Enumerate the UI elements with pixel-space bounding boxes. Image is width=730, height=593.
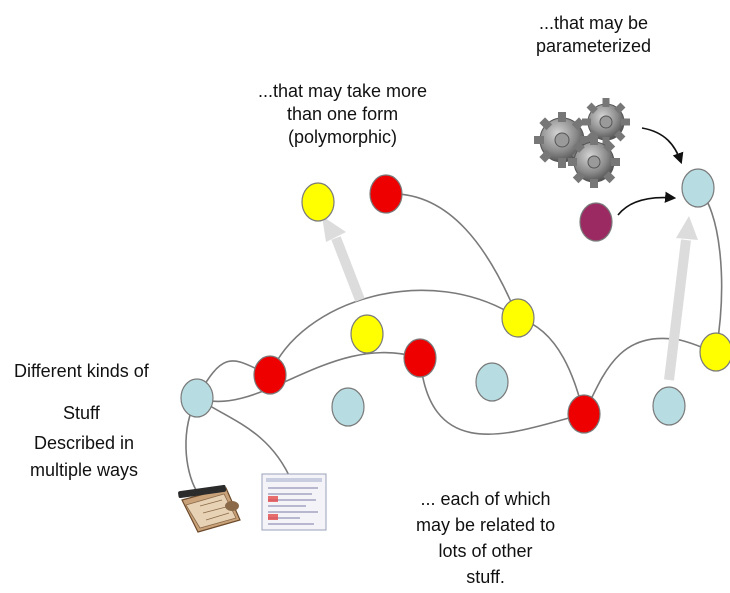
arrow-purple-to-node xyxy=(617,191,677,216)
red-node xyxy=(253,355,287,395)
label-described: Described in multiple ways xyxy=(30,430,138,484)
grey-arrow-head xyxy=(322,216,346,242)
yellow-node xyxy=(501,298,535,338)
red-node xyxy=(403,338,437,378)
yellow-node xyxy=(350,314,384,354)
black-arrows xyxy=(617,127,684,216)
label-line: ... each of which xyxy=(420,489,551,509)
label-line: (polymorphic) xyxy=(288,127,398,147)
edge xyxy=(196,397,293,483)
label-parameterized: ...that may be parameterized xyxy=(536,12,651,58)
book-pen-icon xyxy=(178,484,241,533)
purple-node xyxy=(579,202,613,242)
label-polymorphic: ...that may take more than one form (pol… xyxy=(258,80,427,149)
edges xyxy=(185,187,723,491)
blue-node xyxy=(180,378,214,418)
red-node xyxy=(369,174,403,214)
label-line: ...that may take more xyxy=(258,81,428,101)
label-line: lots of other xyxy=(438,541,533,561)
label-line: Different kinds of xyxy=(14,361,149,381)
edge xyxy=(269,289,519,376)
label-line: multiple ways xyxy=(30,460,139,480)
grey-arrows xyxy=(322,216,698,381)
label-line: Described in xyxy=(34,433,135,453)
edge xyxy=(419,357,585,435)
nodes xyxy=(180,168,730,434)
edge xyxy=(583,337,717,415)
label-line: Stuff xyxy=(63,403,100,423)
label-line: than one form xyxy=(287,104,399,124)
label-different-kinds: Different kinds of Stuff xyxy=(14,350,149,434)
edge xyxy=(196,351,421,403)
blue-node xyxy=(652,386,686,426)
label-line: parameterized xyxy=(536,36,652,56)
blue-node xyxy=(475,362,509,402)
edge xyxy=(697,187,723,353)
yellow-node xyxy=(699,332,730,372)
yellow-node xyxy=(301,182,335,222)
edge xyxy=(385,193,519,319)
label-line: may be related to xyxy=(416,515,556,535)
arrow-gears-to-node xyxy=(641,127,684,165)
grey-arrow-head xyxy=(676,216,698,240)
blue-node xyxy=(331,387,365,427)
label-line: stuff. xyxy=(466,567,505,587)
label-related: ... each of which may be related to lots… xyxy=(416,486,555,590)
document-icon xyxy=(261,473,327,531)
gears-icon xyxy=(534,98,630,188)
red-node xyxy=(567,394,601,434)
blue-node xyxy=(681,168,715,208)
label-line: ...that may be xyxy=(539,13,649,33)
